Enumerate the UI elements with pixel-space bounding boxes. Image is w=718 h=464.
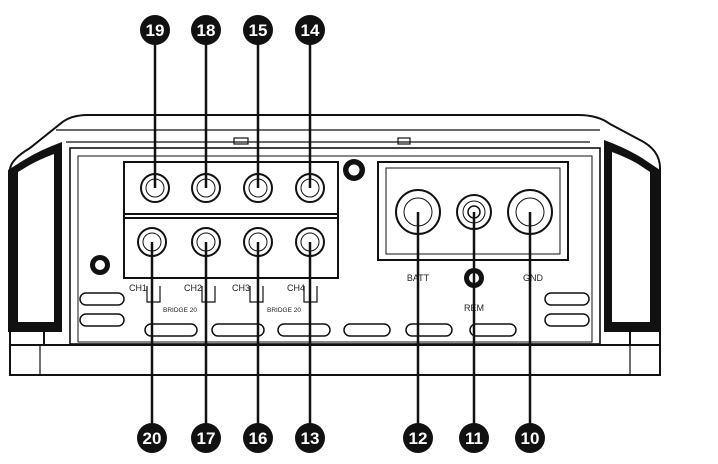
- svg-text:17: 17: [197, 429, 216, 448]
- svg-text:16: 16: [249, 429, 268, 448]
- label-ch1: CH1: [129, 283, 147, 293]
- label-gnd: GND: [523, 273, 544, 283]
- callout-12: 12: [403, 423, 433, 453]
- svg-text:14: 14: [301, 21, 320, 40]
- gear-icon-center: [343, 159, 365, 181]
- gear-icon-left: [90, 255, 110, 275]
- callout-20: 20: [137, 423, 167, 453]
- callout-11: 11: [459, 423, 489, 453]
- label-bridge-left: BRIDGE 20: [163, 307, 197, 314]
- callout-14: 14: [295, 15, 325, 45]
- svg-text:10: 10: [521, 429, 540, 448]
- svg-text:19: 19: [146, 21, 165, 40]
- callout-19: 19: [140, 15, 170, 45]
- label-ch4: CH4: [287, 283, 305, 293]
- left-side-bracket: [8, 142, 62, 332]
- svg-text:18: 18: [197, 21, 216, 40]
- svg-text:15: 15: [249, 21, 268, 40]
- right-side-bracket: [604, 140, 660, 332]
- callout-10: 10: [515, 423, 545, 453]
- vent-slots: [79, 292, 590, 337]
- svg-text:11: 11: [465, 429, 483, 448]
- svg-text:12: 12: [409, 429, 428, 448]
- leader-lines: [150, 44, 532, 424]
- label-ch3: CH3: [232, 283, 250, 293]
- label-bridge-right: BRIDGE 20: [267, 307, 301, 314]
- callout-18: 18: [191, 15, 221, 45]
- end-panel: [9, 147, 661, 376]
- callout-17: 17: [191, 423, 221, 453]
- svg-text:13: 13: [301, 429, 320, 448]
- label-ch2: CH2: [184, 283, 202, 293]
- callout-16: 16: [243, 423, 273, 453]
- callout-15: 15: [243, 15, 273, 45]
- svg-text:20: 20: [143, 429, 162, 448]
- callout-13: 13: [295, 423, 325, 453]
